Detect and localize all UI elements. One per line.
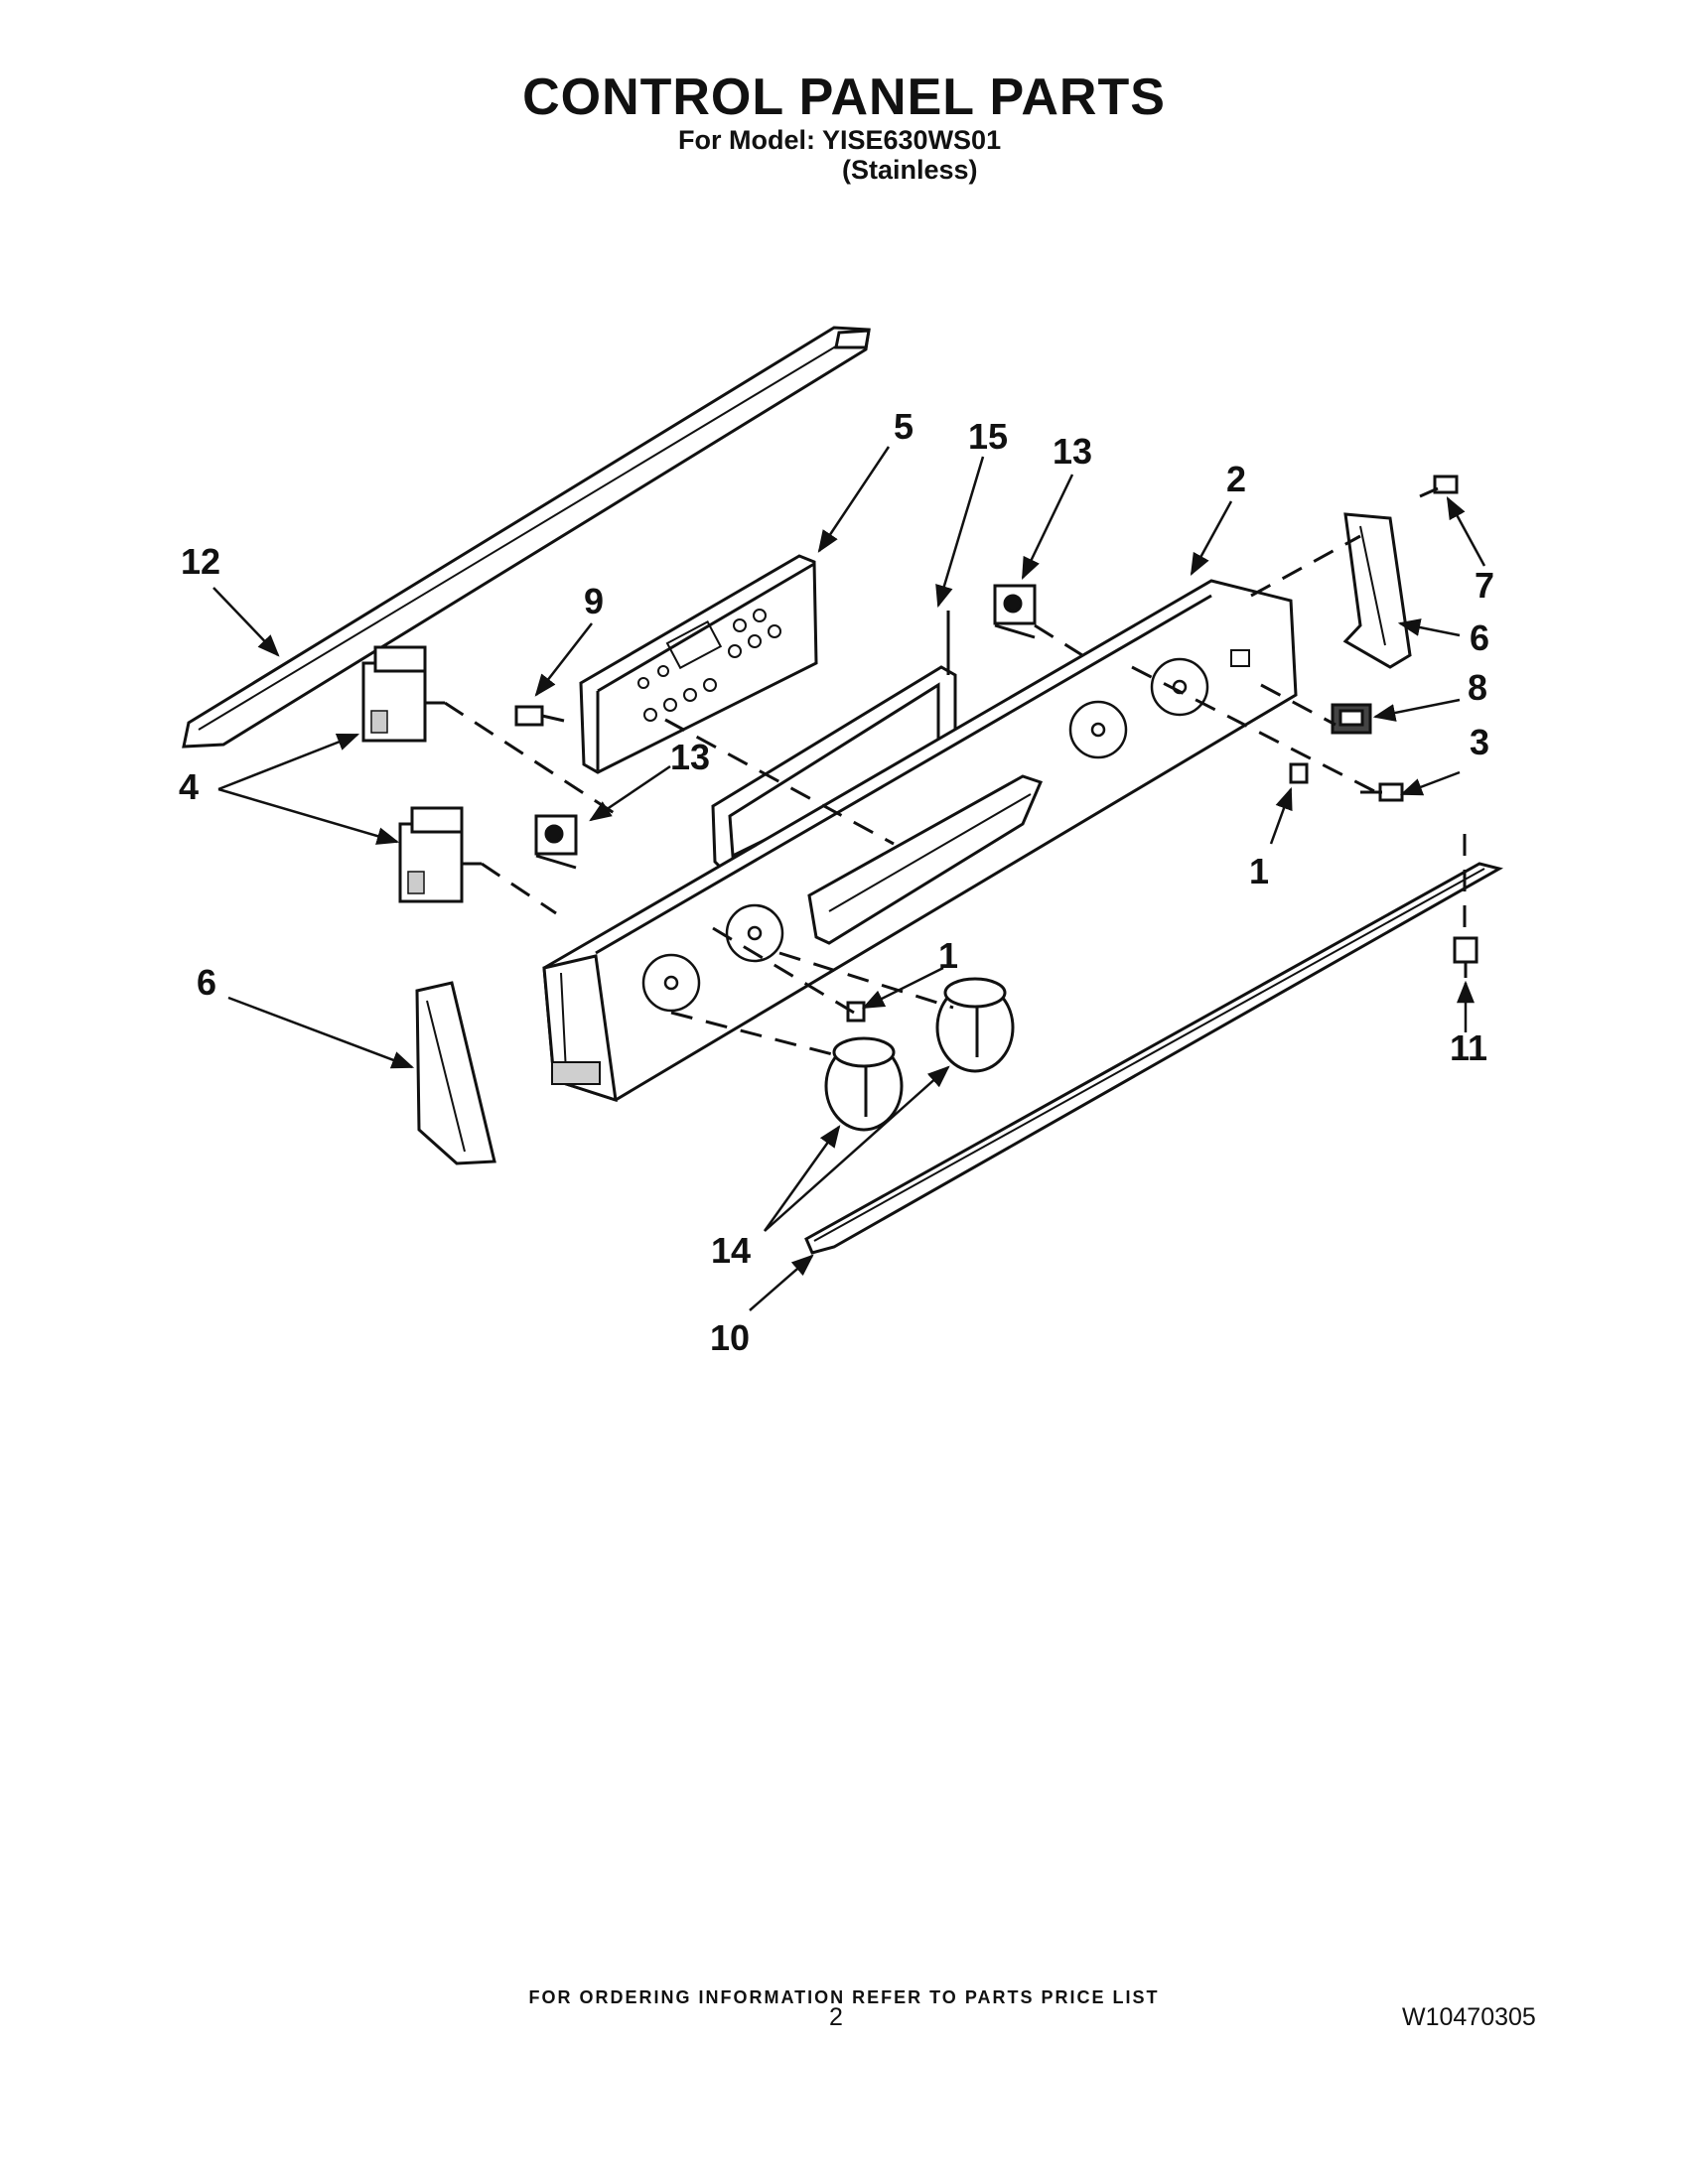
callout-14: 14 — [711, 1230, 751, 1271]
callout-4: 4 — [179, 766, 199, 807]
assembly-lines — [444, 534, 1467, 1059]
electronic-control-board — [579, 554, 818, 774]
callout-11: 11 — [1450, 1027, 1487, 1068]
control-knob-right — [935, 977, 1015, 1073]
callout-12: 12 — [181, 541, 220, 582]
callout-5: 5 — [894, 406, 914, 447]
infinite-switch-upper — [361, 645, 445, 743]
page-number: 2 — [829, 2003, 843, 2031]
callout-3: 3 — [1470, 722, 1489, 762]
screw-end-cap — [1419, 475, 1459, 498]
callout-1a: 1 — [1249, 851, 1269, 891]
screw-bottom — [1453, 936, 1478, 978]
infinite-switch-lower — [398, 806, 482, 903]
callout-2: 2 — [1226, 459, 1246, 499]
rocker-switch — [1331, 703, 1372, 735]
callout-7: 7 — [1475, 565, 1494, 606]
screw-control-board — [514, 705, 565, 727]
push-switch-lower — [534, 814, 578, 870]
document-number: W10470305 — [1402, 2003, 1536, 2031]
leader-arrows — [212, 446, 1486, 1311]
indicator-light-right — [1289, 762, 1309, 784]
model-line: For Model: YISE630WS01 — [678, 125, 1002, 155]
callout-1b: 1 — [938, 935, 958, 976]
bottom-trim-strip — [804, 862, 1503, 1255]
callout-9: 9 — [584, 581, 604, 621]
callout-6a: 6 — [1470, 617, 1489, 658]
push-switch-upper — [993, 584, 1037, 639]
callout-10: 10 — [710, 1317, 750, 1358]
end-cap-right — [1342, 512, 1412, 669]
end-cap-left — [415, 981, 496, 1165]
indicator-light-left — [846, 1001, 866, 1023]
callout-6b: 6 — [197, 962, 216, 1003]
callout-13b: 13 — [670, 737, 710, 777]
callout-8: 8 — [1468, 667, 1487, 708]
main-control-panel — [542, 579, 1298, 1103]
control-knob-left — [824, 1036, 904, 1132]
callout-15: 15 — [968, 416, 1008, 457]
finish-line: (Stainless) — [842, 155, 978, 185]
ordering-note: FOR ORDERING INFORMATION REFER TO PARTS … — [528, 1987, 1160, 2007]
page-title: CONTROL PANEL PARTS — [522, 68, 1166, 126]
top-trim-strip — [182, 326, 871, 749]
callout-labels: 1 1 2 3 4 5 6 6 7 8 9 10 11 12 13 13 14 … — [179, 406, 1494, 1358]
callout-13a: 13 — [1053, 431, 1092, 472]
